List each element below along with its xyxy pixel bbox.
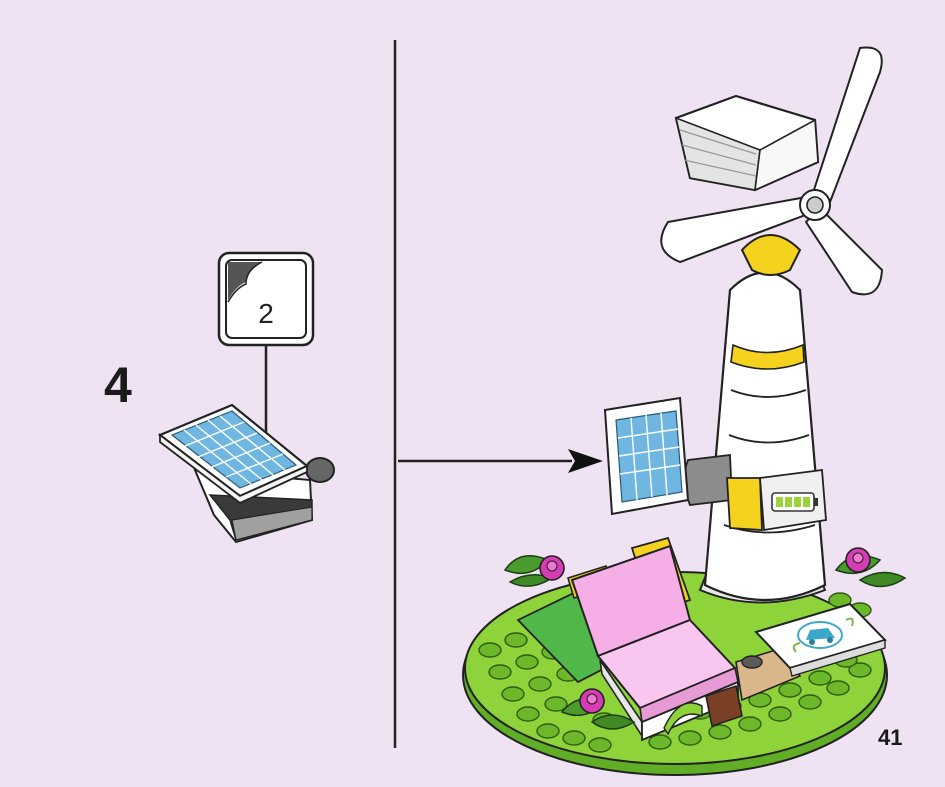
- battery-icon: [771, 492, 818, 512]
- new-page-curl-icon: [227, 261, 263, 303]
- wind-turbine-model: [462, 46, 907, 776]
- plant-right: [834, 547, 907, 588]
- step-number: 4: [104, 357, 132, 413]
- page-number: 41: [878, 725, 903, 750]
- plant-front: [560, 688, 636, 730]
- electric-car-icon: [792, 617, 854, 653]
- solar-panel-subassembly: [157, 403, 335, 544]
- plant-left: [503, 555, 565, 587]
- attach-arrow: [398, 449, 603, 473]
- callout-page-count: 2: [258, 298, 274, 329]
- sub-assembly-callout: [217, 251, 315, 440]
